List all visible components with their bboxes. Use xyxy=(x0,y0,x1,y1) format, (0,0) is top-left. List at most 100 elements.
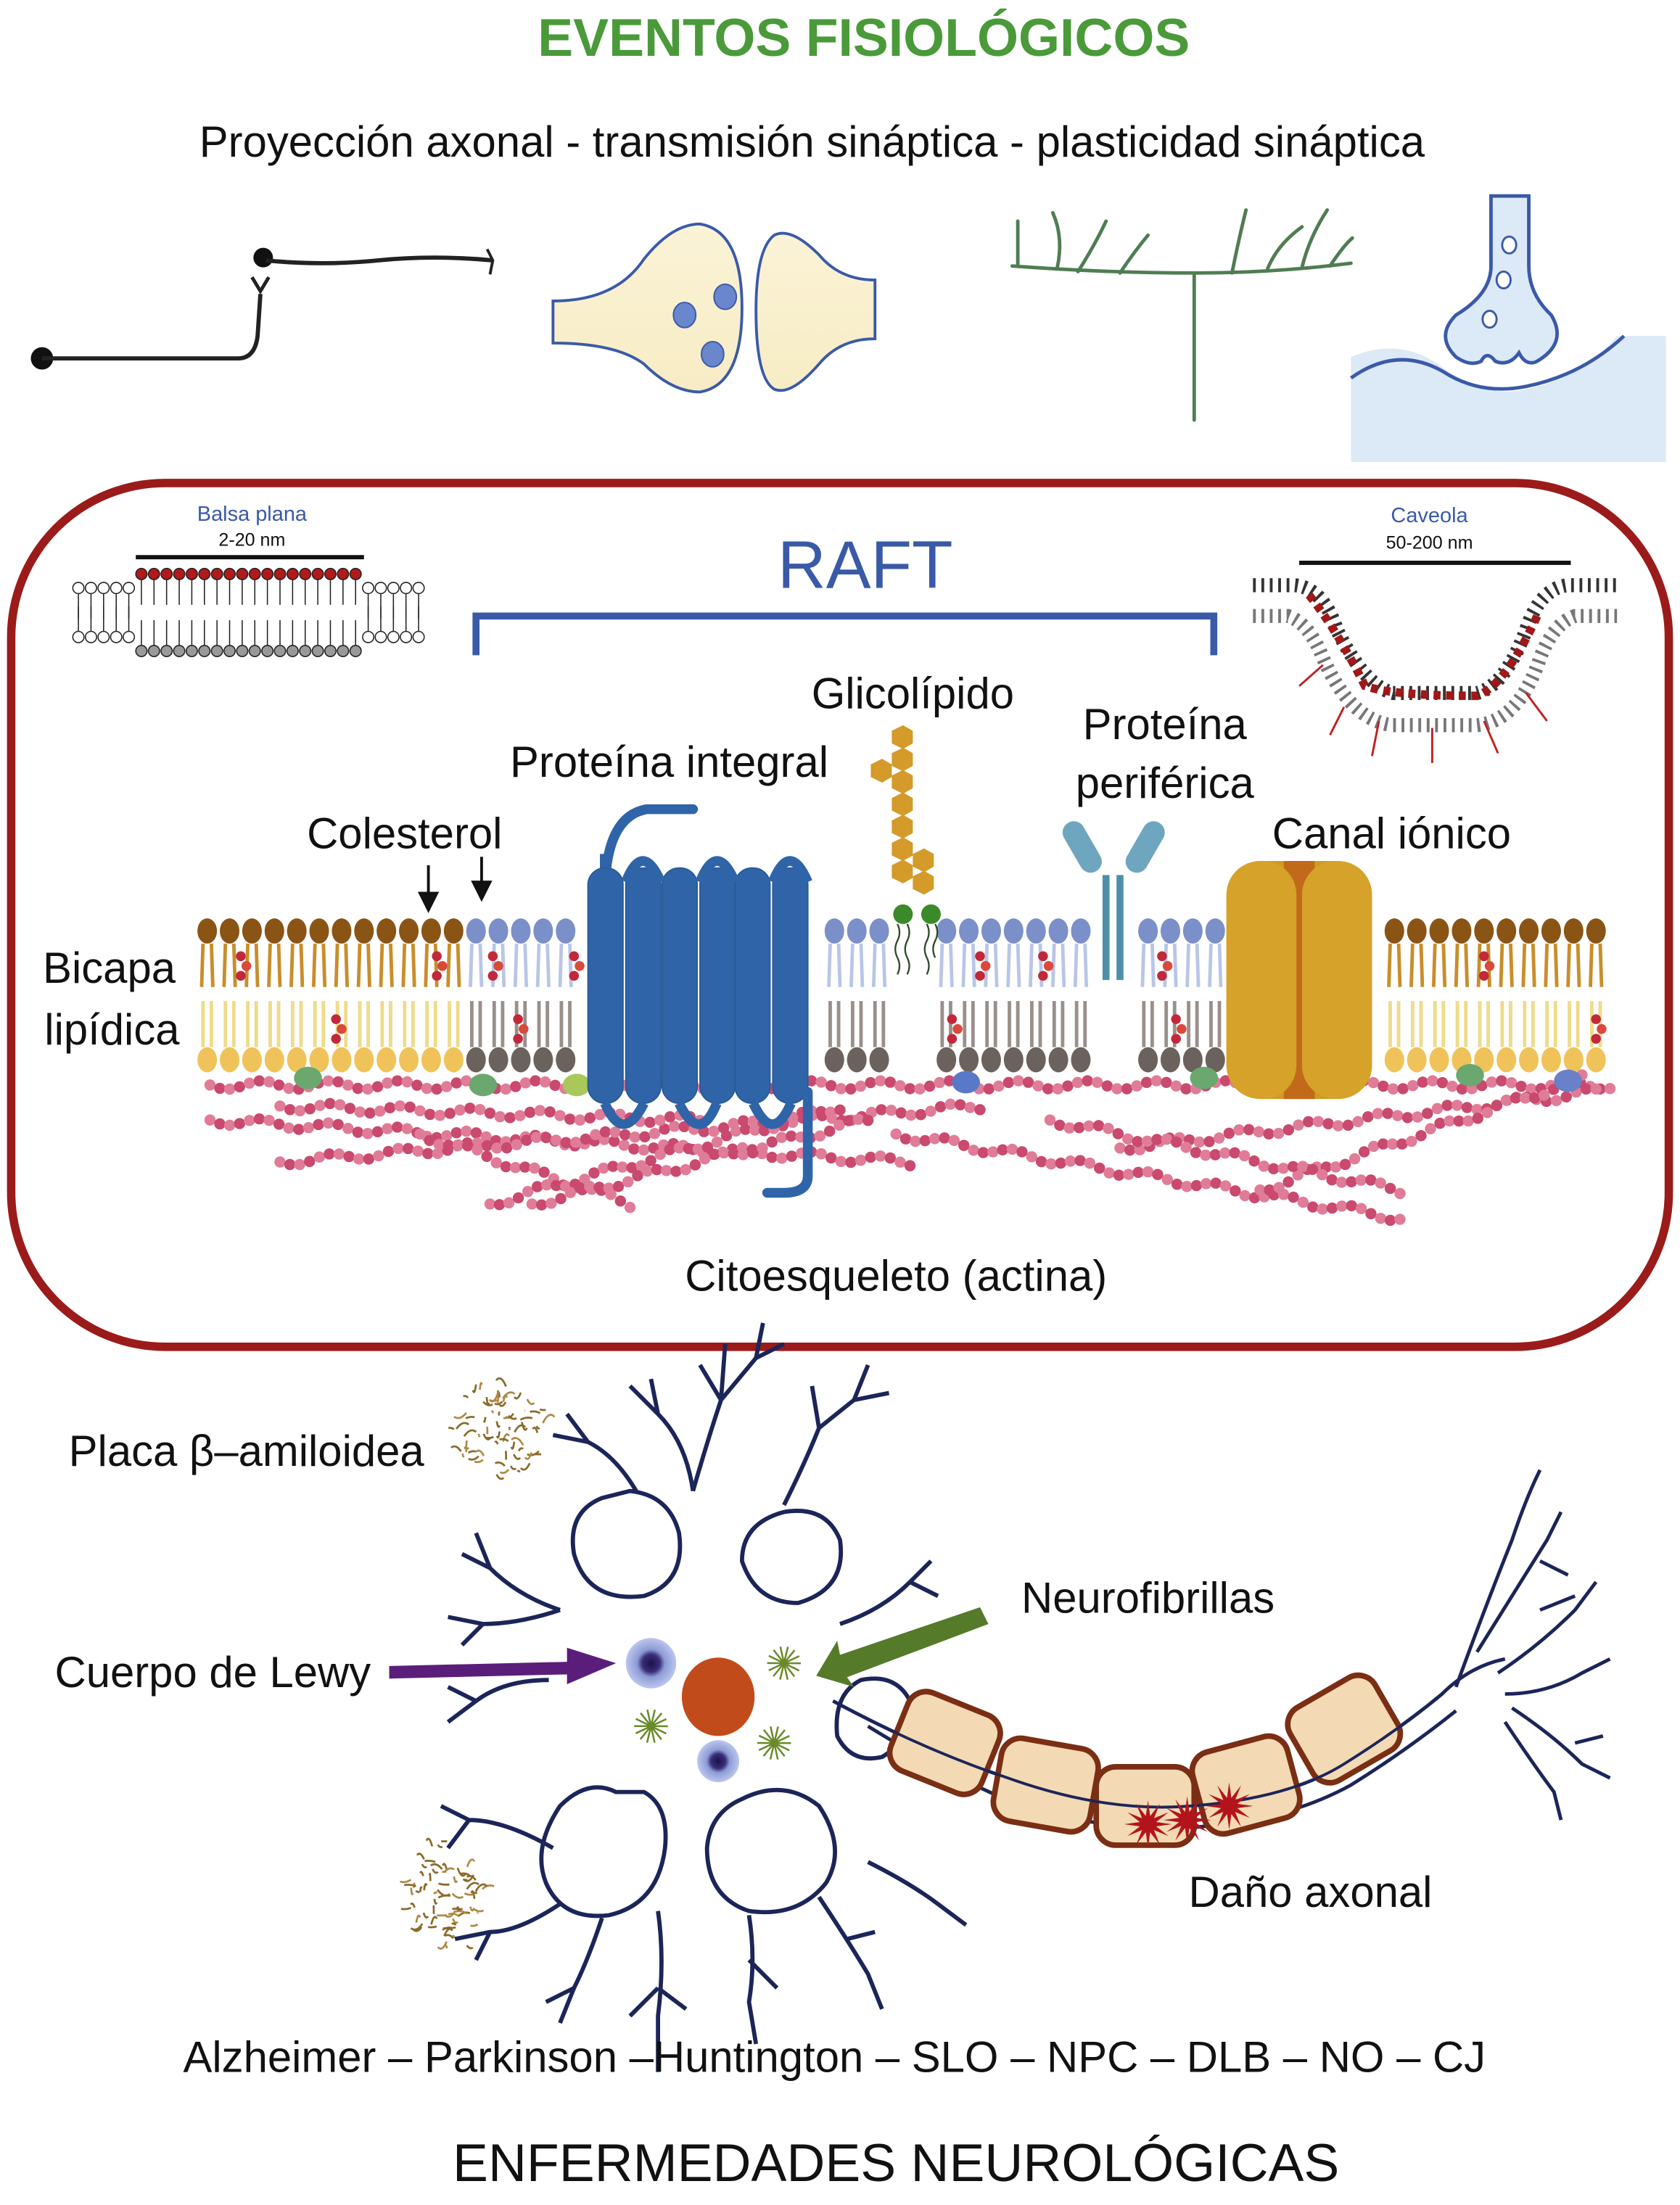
amyloid-fiber xyxy=(495,1421,501,1428)
lipid-tail xyxy=(849,943,865,987)
amyloid-fiber xyxy=(461,1453,465,1458)
amyloid-fiber xyxy=(452,1934,456,1939)
lipid-head xyxy=(1452,918,1472,944)
caveola-bilayer xyxy=(1253,578,1618,763)
actin-monomer xyxy=(1372,1108,1384,1119)
amyloid-fiber xyxy=(410,1923,424,1931)
actin-monomer xyxy=(263,1076,275,1088)
actin-monomer xyxy=(1292,1169,1304,1181)
lipid-tail xyxy=(1052,1001,1065,1047)
actin-monomer xyxy=(526,1198,538,1210)
lipid-head xyxy=(466,918,486,944)
amyloid-fiber xyxy=(400,1879,412,1884)
actin-monomer xyxy=(1471,1103,1483,1116)
cholesterol-molecule xyxy=(1157,951,1167,962)
amyloid-fiber xyxy=(494,1461,506,1467)
actin-monomer xyxy=(1190,1179,1203,1192)
actin-monomer xyxy=(344,1102,356,1114)
actin-monomer xyxy=(1243,1124,1255,1136)
actin-monomer xyxy=(1456,1083,1468,1095)
actin-monomer xyxy=(1026,1151,1037,1163)
cholesterol-molecule xyxy=(575,961,585,971)
actin-monomer xyxy=(1375,1212,1386,1224)
actin-monomer xyxy=(983,1083,995,1095)
actin-monomer xyxy=(580,1133,592,1145)
synaptic-bouton-icon xyxy=(1350,194,1666,462)
actin-monomer xyxy=(422,1147,434,1160)
actin-monomer xyxy=(1094,1162,1105,1174)
actin-monomer xyxy=(322,1117,334,1129)
actin-monomer xyxy=(1412,1111,1423,1123)
actin-monomer xyxy=(362,1128,374,1139)
amyloid-fiber xyxy=(442,1926,456,1930)
lipid-head xyxy=(556,1047,576,1073)
actin-monomer xyxy=(1436,1076,1449,1089)
actin-monomer xyxy=(481,1150,493,1162)
lipid-head xyxy=(135,645,148,658)
actin-monomer xyxy=(1016,1146,1028,1158)
actin-monomer xyxy=(914,1083,926,1095)
lipid-tail xyxy=(469,1001,482,1047)
ion-channel-label: Canal iónico xyxy=(1272,809,1511,858)
actin-monomer xyxy=(815,1148,827,1160)
actin-monomer xyxy=(570,1137,582,1148)
lipid-head xyxy=(869,918,889,944)
actin-monomer xyxy=(766,1136,778,1148)
actin-monomer xyxy=(614,1195,627,1207)
actin-monomer xyxy=(540,1132,552,1144)
lipid-head xyxy=(324,645,337,658)
actin-monomer xyxy=(968,1145,979,1156)
actin-monomer xyxy=(274,1156,286,1168)
lipid-head xyxy=(173,567,186,580)
actin-monomer xyxy=(865,1076,876,1089)
actin-monomer xyxy=(1481,1107,1494,1118)
lipid-head xyxy=(1048,1047,1068,1073)
actin-monomer xyxy=(1322,1118,1334,1129)
actin-monomer xyxy=(412,1145,424,1157)
lipid-tail xyxy=(289,943,305,987)
actin-monomer xyxy=(1397,1083,1409,1095)
lipid-head xyxy=(533,918,553,944)
actin-monomer xyxy=(1303,1116,1314,1128)
actin-monomer xyxy=(244,1077,255,1089)
actin-monomer xyxy=(1233,1124,1245,1136)
amyloid-fiber xyxy=(526,1398,535,1406)
neurofibrils-arrow xyxy=(816,1607,989,1687)
actin-monomer xyxy=(1342,1119,1354,1132)
lipid-head xyxy=(412,582,425,595)
actin-monomer xyxy=(1367,1076,1380,1089)
lipid-head xyxy=(421,1047,441,1073)
cholesterol-molecule xyxy=(975,951,985,962)
lipid-head xyxy=(185,567,198,580)
actin-monomer xyxy=(1362,1110,1374,1123)
actin-monomer xyxy=(1132,1166,1144,1179)
actin-monomer xyxy=(590,1129,601,1141)
actin-monomer xyxy=(444,1108,456,1119)
lipid-tail xyxy=(1499,943,1514,987)
amyloid-fiber xyxy=(450,1445,462,1452)
actin-monomer xyxy=(472,1144,483,1155)
amyloid-fiber xyxy=(451,1922,457,1926)
actin-monomer xyxy=(555,1192,567,1205)
actin-monomer xyxy=(1446,1080,1458,1092)
lewy-body-label: Cuerpo de Lewy xyxy=(55,1648,371,1697)
actin-monomer xyxy=(1326,1174,1338,1186)
cholesterol-molecule xyxy=(437,961,448,971)
actin-monomer xyxy=(1378,1080,1389,1092)
lipid-head xyxy=(1071,918,1091,944)
lipid-head xyxy=(374,582,387,595)
actin-monomer xyxy=(709,1148,720,1161)
amyloid-fiber xyxy=(430,1916,438,1925)
actin-monomer xyxy=(692,1143,704,1155)
actin-monomer xyxy=(1407,1080,1419,1092)
lipid-tail xyxy=(535,943,551,987)
amyloid-fiber xyxy=(423,1883,428,1891)
actin-monomer xyxy=(855,1154,867,1166)
ion-channel xyxy=(1226,861,1372,1100)
lipid-head xyxy=(1182,918,1203,944)
actin-monomer xyxy=(619,1129,631,1141)
actin-monomer xyxy=(322,1075,334,1087)
actin-monomer xyxy=(977,1147,989,1158)
actin-monomer xyxy=(1200,1149,1211,1161)
amyloid-fiber xyxy=(511,1437,524,1446)
